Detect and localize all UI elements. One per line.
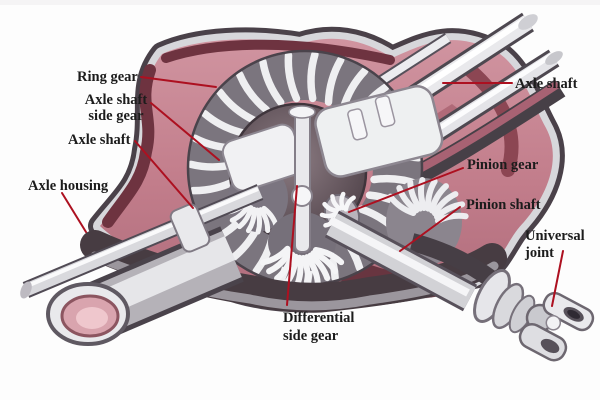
universal-joint-illustration xyxy=(473,269,595,362)
gear-tooth xyxy=(425,178,438,212)
gear-tooth xyxy=(307,252,331,282)
shaft-collar xyxy=(169,203,211,253)
leader-pinion-gear xyxy=(348,167,464,213)
label-axle-housing: Axle housing xyxy=(28,178,109,194)
gear-tooth xyxy=(245,206,257,234)
gear-tooth xyxy=(237,205,254,230)
gear-tooth xyxy=(260,245,291,266)
top-edge-strip xyxy=(0,0,600,5)
gear-tooth xyxy=(304,254,321,287)
axle-housing-tube-illustration xyxy=(46,226,244,346)
gear-tooth xyxy=(259,58,285,107)
leader-lines xyxy=(61,76,564,307)
gear-tooth xyxy=(266,249,293,275)
gear-tooth xyxy=(258,207,271,234)
leader-pinion-shaft xyxy=(399,206,461,252)
gear-tooth xyxy=(428,183,449,214)
gear-tooth xyxy=(254,207,263,235)
gear-tooth xyxy=(324,55,345,106)
carrier-case xyxy=(314,85,444,178)
leader-axle-shaft-left xyxy=(134,140,194,209)
gear-tooth xyxy=(200,109,248,137)
gear-tooth xyxy=(229,202,252,223)
gear-tooth xyxy=(235,70,270,114)
leader-ring-gear xyxy=(140,76,217,88)
label-pinion-gear: Pinion gear xyxy=(467,157,539,173)
gear-tooth xyxy=(307,50,319,103)
gear-tooth xyxy=(433,201,466,220)
label-axle-shaft-left: Axle shaft xyxy=(68,132,131,148)
leader-universal-joint xyxy=(551,250,564,307)
gear-tooth xyxy=(343,195,356,212)
spider-pin xyxy=(294,109,311,253)
gear-tooth xyxy=(284,51,301,103)
gear-tooth xyxy=(434,212,469,224)
gear-tooth xyxy=(283,253,299,287)
gear-tooth xyxy=(417,176,428,212)
leader-axle-housing xyxy=(61,192,87,233)
gear-tooth xyxy=(312,247,345,266)
leader-differential-side-gear xyxy=(286,185,298,306)
gear-tooth xyxy=(319,211,339,219)
gear-tooth xyxy=(310,250,339,274)
leader-axle-shaft-side-gear xyxy=(150,102,220,161)
axle-shaft-left-illustration xyxy=(20,184,264,299)
gear-tooth xyxy=(339,191,346,211)
gear-tooth xyxy=(387,193,417,217)
label-pinion-shaft: Pinion shaft xyxy=(466,197,541,213)
gear-tooth xyxy=(216,88,258,124)
gear-tooth xyxy=(330,194,342,211)
gear-tooth xyxy=(322,201,340,213)
foreground-mask xyxy=(0,274,600,400)
gear-tooth xyxy=(396,184,420,214)
label-ring-gear: Ring gear xyxy=(77,69,138,85)
label-axle-shaft-right: Axle shaft xyxy=(515,76,578,92)
gear-tooth xyxy=(431,191,459,217)
gear-tooth xyxy=(407,179,424,212)
